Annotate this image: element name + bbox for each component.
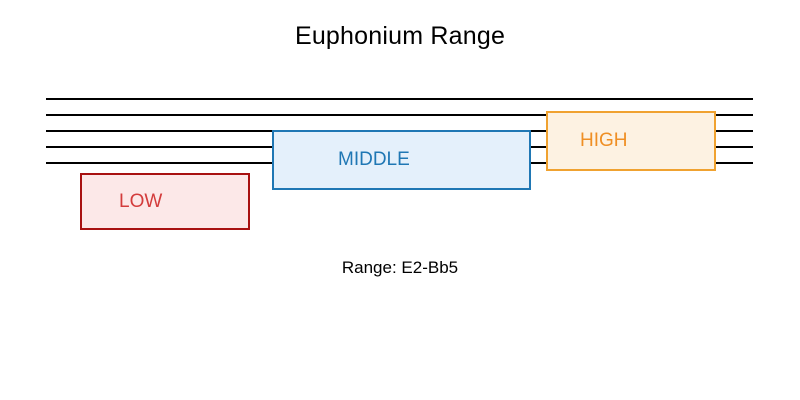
register-box-high[interactable]: HIGH bbox=[546, 111, 716, 171]
register-box-low[interactable]: LOW bbox=[80, 173, 250, 230]
staff-line-2 bbox=[46, 114, 753, 116]
page-title: Euphonium Range bbox=[294, 22, 506, 50]
register-label-low: LOW bbox=[119, 190, 163, 212]
register-label-middle: MIDDLE bbox=[338, 149, 410, 170]
register-label-high: HIGH bbox=[580, 130, 628, 151]
staff-line-1 bbox=[46, 98, 753, 100]
range-caption: Range: E2-Bb5 bbox=[341, 258, 459, 277]
register-box-middle[interactable]: MIDDLE bbox=[272, 130, 531, 190]
